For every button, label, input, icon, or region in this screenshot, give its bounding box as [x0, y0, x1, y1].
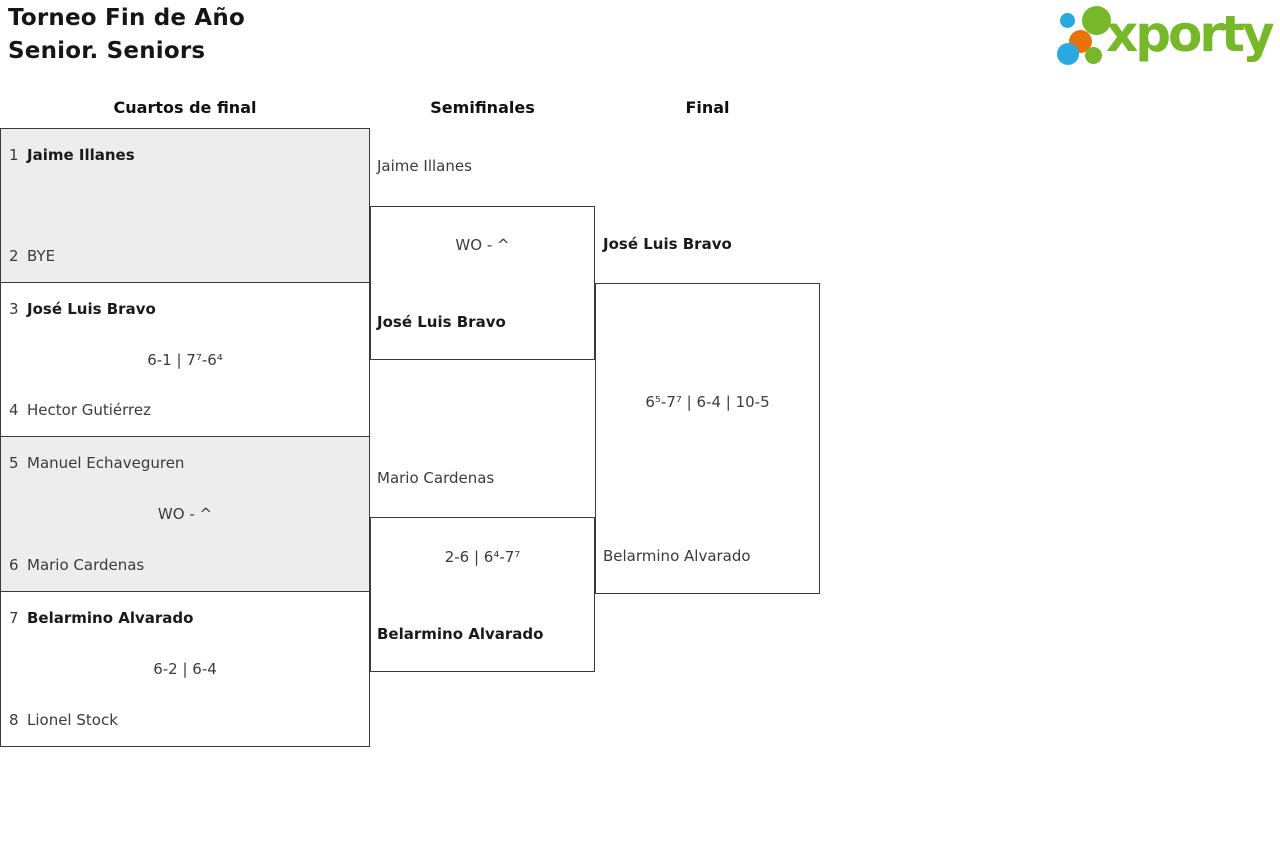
logo-wordmark: xporty — [1106, 5, 1275, 63]
seed-number: 7 — [9, 609, 19, 627]
logo-dot-green-large — [1082, 6, 1111, 35]
player-name[interactable]: Mario Cardenas — [377, 469, 495, 487]
tournament-name: Torneo Fin de Año — [8, 5, 245, 31]
match-score: 2-6 | 6⁴-7⁷ — [444, 548, 521, 566]
category-name: Senior. Seniors — [8, 38, 206, 64]
logo-dot-green-small — [1085, 47, 1102, 64]
player-name: Mario Cardenas — [27, 556, 145, 574]
match-qf4: 7 Belarmino Alvarado 6-2 | 6-4 8 Lionel … — [0, 591, 370, 747]
seed-number: 8 — [9, 711, 19, 729]
match-score: 6⁵-7⁷ | 6-4 | 10-5 — [645, 393, 770, 411]
player-name[interactable]: Belarmino Alvarado — [603, 547, 751, 565]
player-name[interactable]: José Luis Bravo — [377, 313, 506, 331]
player-row[interactable]: 4 Hector Gutiérrez — [9, 400, 361, 420]
player-name[interactable]: Belarmino Alvarado — [377, 625, 544, 643]
player-row[interactable]: 6 Mario Cardenas — [9, 555, 361, 575]
player-name[interactable]: José Luis Bravo — [603, 235, 732, 253]
player-name: Manuel Echaveguren — [27, 454, 185, 472]
player-name: Lionel Stock — [27, 711, 118, 729]
seed-number: 1 — [9, 146, 19, 164]
player-name: José Luis Bravo — [27, 300, 156, 318]
player-name: Belarmino Alvarado — [27, 609, 194, 627]
round-header-quarterfinals: Cuartos de final — [113, 98, 257, 117]
match-qf2: 3 José Luis Bravo 6-1 | 7⁷-6⁴ 4 Hector G… — [0, 282, 370, 437]
match-score: 6-1 | 7⁷-6⁴ — [147, 350, 223, 369]
match-score: WO - ^ — [157, 505, 213, 523]
round-header-final: Final — [685, 98, 730, 117]
player-name[interactable]: Jaime Illanes — [377, 157, 472, 175]
logo-dot-blue-medium — [1057, 43, 1079, 65]
logo-dot-blue-small — [1060, 13, 1075, 28]
player-row[interactable]: 5 Manuel Echaveguren — [9, 453, 361, 473]
seed-number: 2 — [9, 247, 19, 265]
page-title: Torneo Fin de Año Senior. Seniors — [8, 2, 245, 68]
match-score: WO - ^ — [455, 236, 510, 254]
player-name: Hector Gutiérrez — [27, 401, 151, 419]
player-row[interactable]: 8 Lionel Stock — [9, 710, 361, 730]
seed-number: 5 — [9, 454, 19, 472]
match-qf3: 5 Manuel Echaveguren WO - ^ 6 Mario Card… — [0, 436, 370, 592]
seed-number: 6 — [9, 556, 19, 574]
player-row[interactable]: 1 Jaime Illanes — [9, 145, 361, 165]
seed-number: 3 — [9, 300, 19, 318]
player-name: Jaime Illanes — [27, 146, 135, 164]
player-row[interactable]: 2 BYE — [9, 246, 361, 266]
player-name: BYE — [27, 247, 56, 265]
round-header-semifinals: Semifinales — [430, 98, 535, 117]
player-row[interactable]: 7 Belarmino Alvarado — [9, 608, 361, 628]
match-final — [595, 283, 820, 594]
seed-number: 4 — [9, 401, 19, 419]
match-sf1 — [370, 206, 595, 360]
match-qf1: 1 Jaime Illanes 2 BYE — [0, 128, 370, 283]
player-row[interactable]: 3 José Luis Bravo — [9, 299, 361, 319]
match-score: 6-2 | 6-4 — [153, 660, 217, 678]
match-sf2 — [370, 517, 595, 672]
